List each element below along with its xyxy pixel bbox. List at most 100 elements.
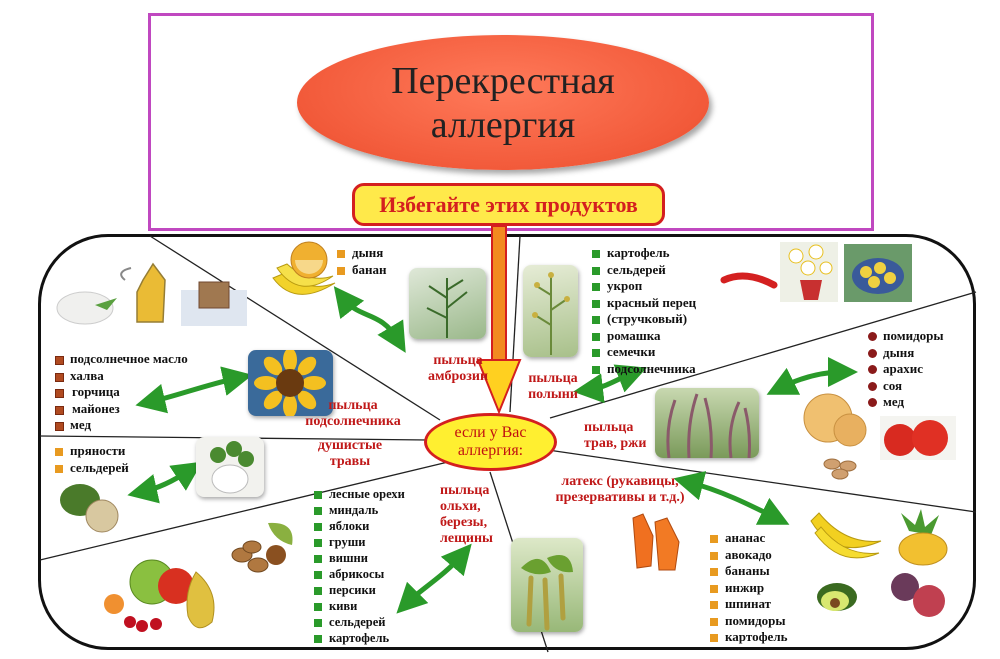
fruits-image	[104, 559, 215, 632]
list-item: инжир	[710, 580, 788, 597]
label-line: березы,	[440, 515, 488, 530]
latex-products: ананас авокадо бананы инжир шпинат помид…	[710, 530, 788, 646]
list-item: лесные орехи	[314, 486, 405, 502]
label-line: амброзии	[427, 369, 489, 384]
herbs-image	[196, 437, 264, 497]
label-line: пыльца	[433, 353, 483, 368]
ambrosia-label: пыльца амброзии	[420, 353, 496, 385]
label-line: латекс (рукавицы,	[561, 474, 679, 489]
list-item: ананас	[710, 530, 788, 547]
label-line: трав, ржи	[584, 436, 647, 451]
catkins-image	[511, 538, 583, 632]
list-item: (стручковый)	[592, 311, 696, 328]
arrow-grasses	[766, 357, 858, 395]
label-line: пыльца	[328, 398, 378, 413]
list-item: подсолнечное масло	[55, 351, 188, 368]
list-item: соя	[868, 378, 944, 395]
list-item: вишни	[314, 550, 405, 566]
title-line-2: аллергия	[430, 103, 576, 146]
arrow-trees	[396, 543, 472, 614]
label-line: подсолнечника	[305, 414, 401, 429]
label-line: пыльца	[584, 420, 634, 435]
avoid-products-banner: Избегайте этих продуктов	[352, 183, 665, 226]
oil-halva-image	[56, 262, 247, 326]
list-item: авокадо	[710, 547, 788, 564]
label-line: душистые	[317, 438, 383, 453]
arrow-latex	[673, 471, 790, 525]
list-item: банан	[337, 262, 386, 279]
center-line-1: если у Вас	[454, 424, 527, 441]
sunflower-image	[248, 350, 333, 416]
latex-label: латекс (рукавицы, презервативы и т.д.)	[550, 474, 690, 506]
list-item: ромашка	[592, 328, 696, 345]
list-item-continuation: (стручковый)	[607, 311, 688, 326]
nuts-image	[231, 522, 293, 573]
label-line: ольхи,	[440, 499, 481, 514]
title-line-1: Перекрестная	[391, 59, 615, 102]
list-item: яблоки	[314, 518, 405, 534]
list-item: горчица	[55, 384, 188, 401]
list-item: абрикосы	[314, 566, 405, 582]
ambrosia-products: дыня банан	[337, 245, 386, 278]
list-item: миндаль	[314, 502, 405, 518]
banana-pineapple-avocado-fig-image	[810, 509, 948, 617]
arrow-wormwood	[573, 364, 647, 404]
wormwood-plant-image	[523, 265, 578, 357]
melon-tomato-peanut-image	[803, 393, 956, 480]
label-line: пыльца	[528, 371, 578, 386]
celery-image	[60, 484, 119, 533]
wormwood-products: картофель сельдерей укроп красный перец …	[592, 245, 696, 377]
divider-bottom-left	[39, 461, 449, 561]
label-line: пыльца	[440, 483, 490, 498]
grasses-products: помидоры дыня арахис соя мед	[868, 328, 944, 411]
melon-banana-image	[272, 241, 336, 295]
label-line: травы	[329, 454, 371, 469]
label-line: лещины	[440, 531, 493, 546]
list-item: сельдерей	[592, 262, 696, 279]
grasses-label: пыльца трав, ржи	[584, 420, 654, 452]
list-item: картофель	[592, 245, 696, 262]
list-item: бананы	[710, 563, 788, 580]
list-item: укроп	[592, 278, 696, 295]
list-item: помидоры	[710, 613, 788, 630]
title-ellipse: Перекрестная аллергия	[297, 35, 709, 170]
list-item: груши	[314, 534, 405, 550]
arrow-herbs	[127, 461, 203, 504]
arrow-ambrosia	[333, 286, 406, 353]
arrow-down-to-center	[476, 225, 522, 415]
sunflower-label: пыльца подсолнечника	[287, 398, 419, 430]
arrow-sunflower	[135, 366, 253, 414]
list-item: мед	[868, 394, 944, 411]
label-line: презервативы и т.д.)	[555, 490, 685, 505]
center-ellipse: если у Вас аллергия:	[424, 413, 557, 471]
divider-top	[509, 235, 521, 413]
trees-products: лесные орехи миндаль яблоки груши вишни …	[314, 486, 405, 646]
trees-label: пыльца ольхи, березы, лещины	[440, 483, 506, 547]
pepper-chamomile-image	[720, 242, 912, 302]
label-line: полыни	[528, 387, 578, 402]
list-item: картофель	[314, 630, 405, 646]
list-item: семечки	[592, 344, 696, 361]
list-item: дыня	[868, 345, 944, 362]
center-line-2: аллергия:	[457, 442, 524, 459]
list-item: подсолнечника	[592, 361, 696, 378]
herbs-products: пряности сельдерей	[55, 443, 129, 476]
list-item: арахис	[868, 361, 944, 378]
list-item: пряности	[55, 443, 129, 460]
grass-image	[655, 388, 759, 458]
list-item: шпинат	[710, 596, 788, 613]
list-item: персики	[314, 582, 405, 598]
herbs-label: душистые травы	[310, 438, 390, 470]
list-item: помидоры	[868, 328, 944, 345]
list-item: дыня	[337, 245, 386, 262]
wormwood-label: пыльца полыни	[520, 371, 586, 403]
latex-gloves-image	[632, 513, 680, 571]
divider-top-left	[149, 235, 441, 421]
list-item: халва	[55, 368, 188, 385]
list-item: красный перец	[592, 295, 696, 312]
list-item: майонез	[55, 401, 188, 418]
list-item: мед	[55, 417, 188, 434]
sunflower-products: подсолнечное масло халва горчица майонез…	[55, 351, 188, 434]
list-item: сельдерей	[314, 614, 405, 630]
